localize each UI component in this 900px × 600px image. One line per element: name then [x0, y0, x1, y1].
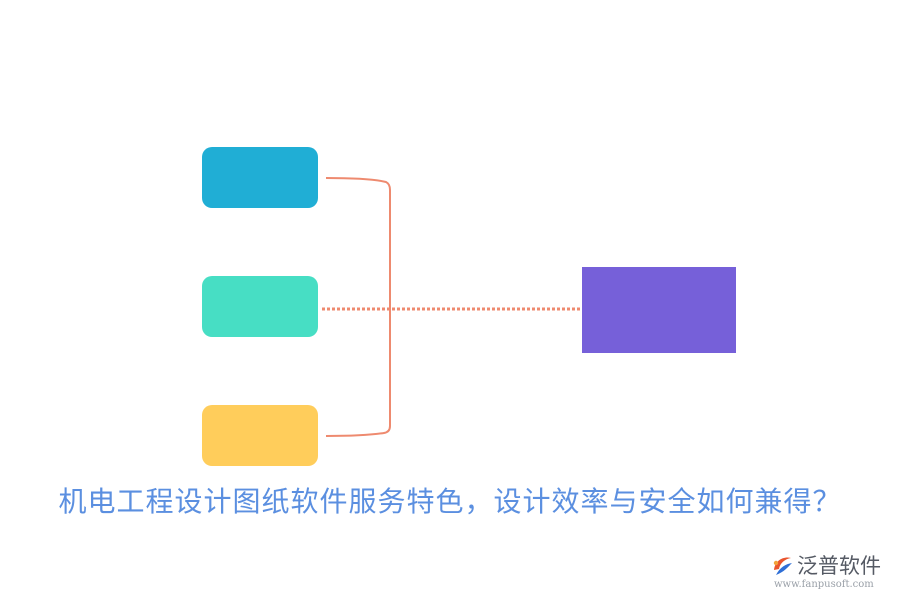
target-node-box [582, 267, 736, 353]
fanpu-logo-icon [773, 557, 792, 575]
top-node-box [202, 147, 318, 208]
middle-node-box [202, 276, 318, 337]
brand-logo[interactable]: 泛普软件 www.fanpusoft.com [770, 552, 895, 596]
diagram-title: 机电工程设计图纸软件服务特色，设计效率与安全如何兼得？ [58, 485, 842, 518]
logo-url: www.fanpusoft.com [774, 579, 874, 590]
bottom-node-box [202, 405, 318, 466]
logo-brand-name: 泛普软件 [797, 554, 881, 578]
bracket-line [325, 177, 391, 437]
